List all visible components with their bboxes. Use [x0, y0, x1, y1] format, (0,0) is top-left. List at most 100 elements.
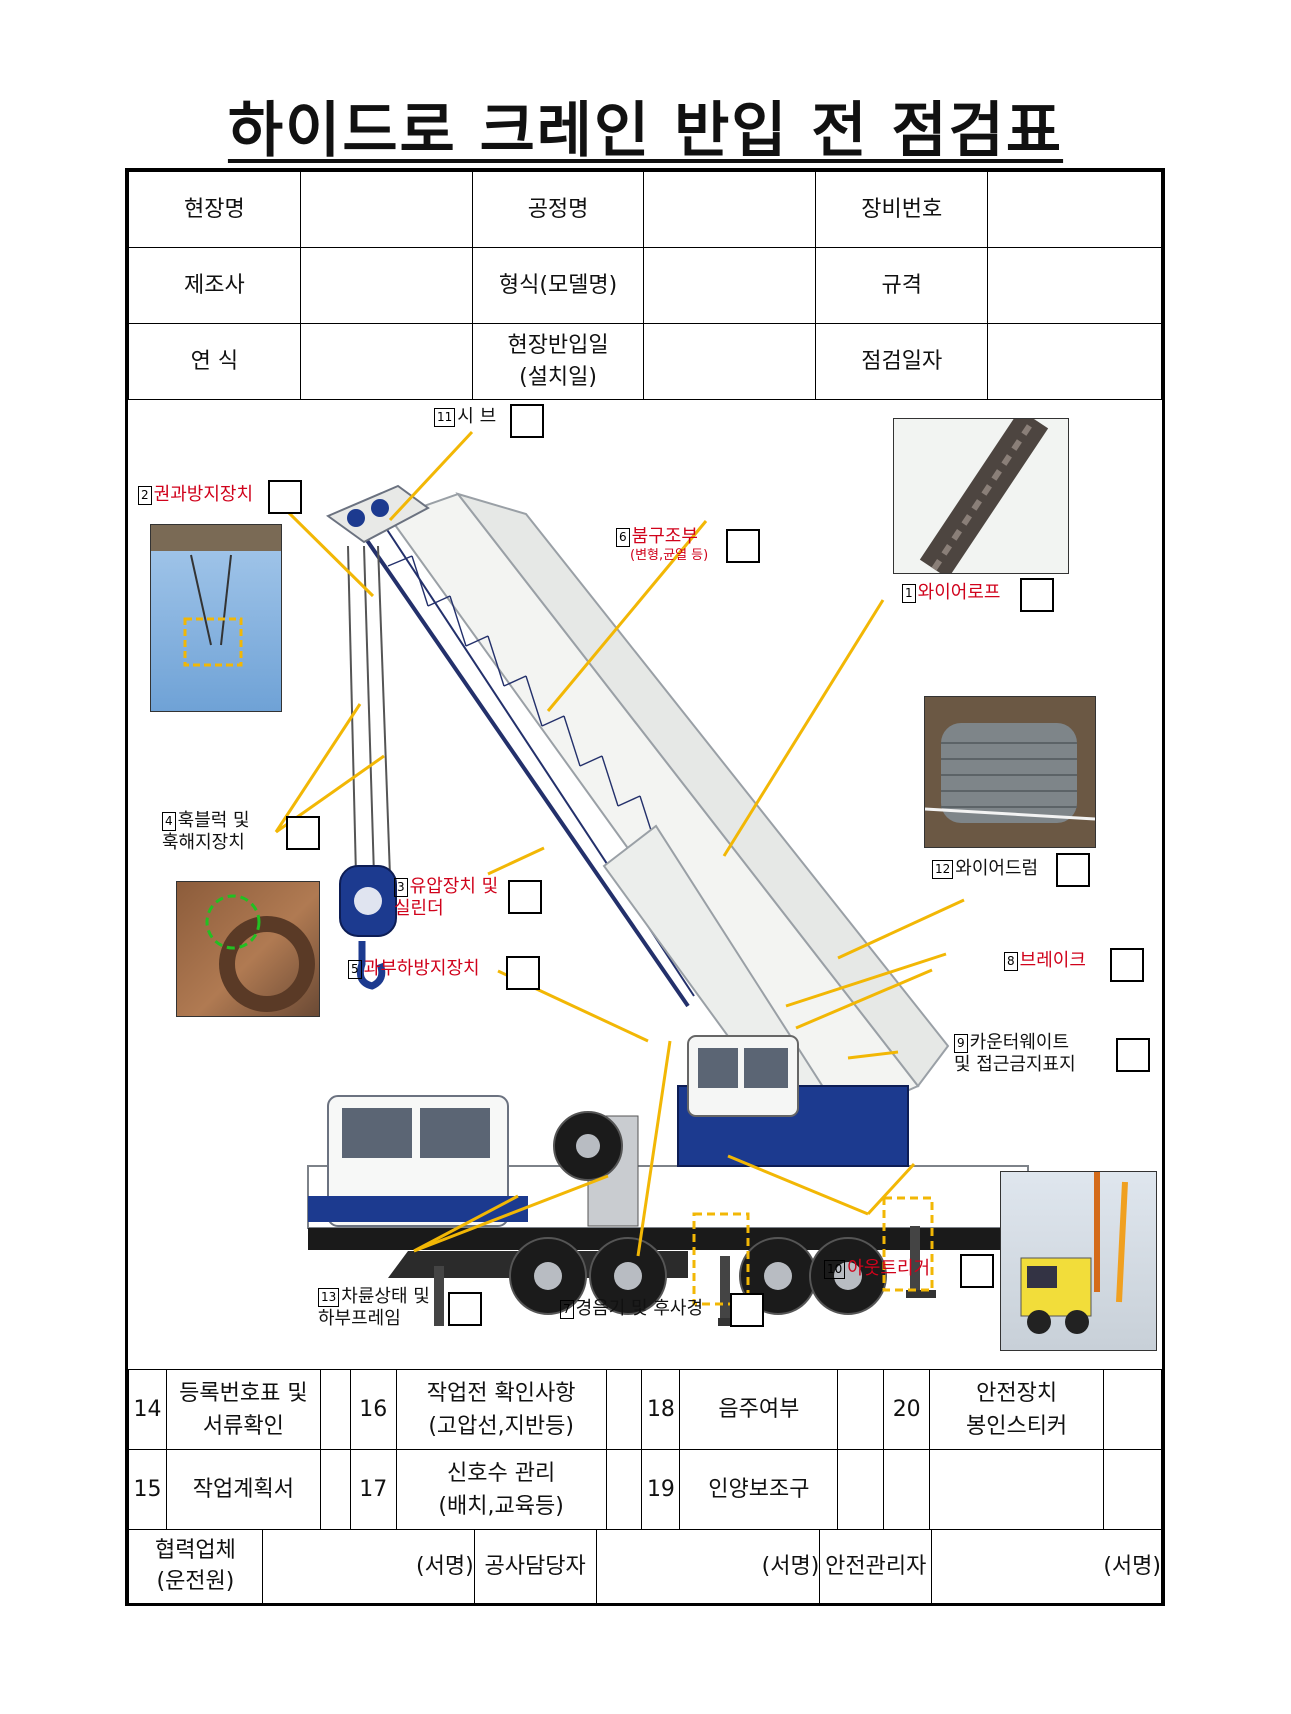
info-label: 제조사 [128, 247, 301, 324]
info-value[interactable] [987, 247, 1162, 324]
checkbox-item-2[interactable] [268, 480, 302, 514]
info-value[interactable] [299, 323, 473, 400]
crane-truck [307, 1035, 1029, 1326]
extra-check-table: 14 등록번호표 및 서류확인 16 작업전 확인사항 (고압선,지반등) 18… [128, 1369, 1163, 1530]
item-number: 1 [902, 583, 916, 603]
boom [325, 484, 950, 1148]
signature-field[interactable]: (서명) [595, 1529, 821, 1604]
item-label: 등록번호표 및 서류확인 [165, 1369, 321, 1450]
checkbox-item-15[interactable] [319, 1449, 351, 1530]
hook-photo [150, 524, 282, 712]
info-value[interactable] [643, 323, 817, 400]
item-number: 14 [128, 1369, 167, 1450]
checkbox-item-10[interactable] [960, 1254, 994, 1288]
page-title: 하이드로 크레인 반입 전 점검표 [227, 96, 1064, 166]
wire-drum-photo [924, 696, 1096, 848]
checkbox-item-4[interactable] [286, 816, 320, 850]
info-value[interactable] [299, 247, 473, 324]
checkbox-item-1[interactable] [1020, 578, 1054, 612]
item-number: 3 [394, 877, 408, 897]
checkbox-item-18[interactable] [837, 1369, 885, 1450]
item-label: 안전장치 봉인스티커 [929, 1369, 1104, 1450]
hook-latch-photo [176, 881, 320, 1017]
checkbox-item-3[interactable] [508, 880, 542, 914]
checkbox-item-20[interactable] [1102, 1369, 1163, 1450]
checkbox-item-11[interactable] [510, 404, 544, 438]
checkbox-item-19[interactable] [837, 1449, 885, 1530]
item-number: 5 [348, 959, 362, 979]
item-number: 2 [138, 485, 152, 505]
checkbox-item-17[interactable] [605, 1449, 643, 1530]
empty-cell [883, 1449, 931, 1530]
extra-check-row: 15 작업계획서 17 신호수 관리 (배치,교육등) 19 인양보조구 [128, 1449, 1163, 1530]
item-text: 과부하방지장치 [363, 958, 480, 979]
checkbox-item-12[interactable] [1056, 853, 1090, 887]
checkbox-item-5[interactable] [506, 956, 540, 990]
item-number: 13 [318, 1287, 340, 1307]
item-text: 카운터웨이트 및 접근금지표지 [954, 1032, 1076, 1075]
leader-lines [274, 430, 965, 1257]
wire-rope-photo-detail [919, 419, 1049, 573]
info-label: 현장반입일 (설치일) [471, 323, 645, 400]
checkbox-item-13[interactable] [448, 1292, 482, 1326]
signature-label: 공사담당자 [473, 1529, 597, 1604]
outrigger-highlight [882, 1196, 934, 1292]
checkbox-item-9[interactable] [1116, 1038, 1150, 1072]
item-text: 붐구조부 [631, 526, 698, 547]
hook-block [339, 545, 397, 990]
item-number: 10 [824, 1259, 846, 1279]
extra-check-row: 14 등록번호표 및 서류확인 16 작업전 확인사항 (고압선,지반등) 18… [128, 1369, 1163, 1450]
info-value[interactable] [987, 171, 1162, 248]
item-number: 16 [349, 1369, 397, 1450]
crane-site-photo-detail [1020, 1172, 1128, 1334]
item-number: 4 [162, 811, 176, 831]
signature-label: 협력업체 (운전원) [128, 1529, 263, 1604]
info-label: 연 식 [128, 323, 301, 400]
hook-photo-detail [183, 554, 243, 667]
item-text: 경음기 및 후사경 [575, 1298, 704, 1319]
info-label: 점검일자 [815, 323, 989, 400]
outrigger-highlight [692, 1212, 750, 1306]
item-number: 7 [560, 1299, 574, 1319]
info-label: 규격 [815, 247, 989, 324]
info-value[interactable] [643, 171, 817, 248]
wire-drum-photo-detail [925, 723, 1095, 823]
item-subtext: (변형,균열 등) [630, 547, 709, 563]
info-value[interactable] [299, 171, 473, 248]
signature-field[interactable]: (서명) [931, 1529, 1162, 1604]
crane-site-photo [1000, 1171, 1157, 1351]
checkbox-item-8[interactable] [1110, 948, 1144, 982]
item-number: 12 [932, 859, 954, 879]
checklist-frame: 현장명 공정명 장비번호 제조사 형식(모델명) 규격 연 식 현장반입일 (설… [125, 168, 1165, 1606]
item-text: 브레이크 [1019, 950, 1086, 971]
info-row: 현장명 공정명 장비번호 [128, 171, 1162, 248]
info-value[interactable] [987, 323, 1162, 400]
signature-label: 안전관리자 [819, 1529, 933, 1604]
checkbox-item-7[interactable] [730, 1293, 764, 1327]
item-text: 차륜상태 및 하부프레임 [318, 1286, 430, 1329]
signature-field[interactable]: (서명) [261, 1529, 475, 1604]
item-number: 15 [128, 1449, 167, 1530]
checkbox-item-14[interactable] [319, 1369, 351, 1450]
empty-cell [1102, 1449, 1163, 1530]
checkbox-item-16[interactable] [605, 1369, 643, 1450]
info-table: 현장명 공정명 장비번호 제조사 형식(모델명) 규격 연 식 현장반입일 (설… [128, 171, 1162, 400]
item-label: 작업전 확인사항 (고압선,지반등) [395, 1369, 607, 1450]
wire-rope-photo [893, 418, 1069, 574]
checkbox-item-6[interactable] [726, 529, 760, 563]
info-value[interactable] [643, 247, 817, 324]
item-number: 6 [616, 527, 630, 547]
info-label: 장비번호 [815, 171, 989, 248]
item-label: 인양보조구 [679, 1449, 839, 1530]
